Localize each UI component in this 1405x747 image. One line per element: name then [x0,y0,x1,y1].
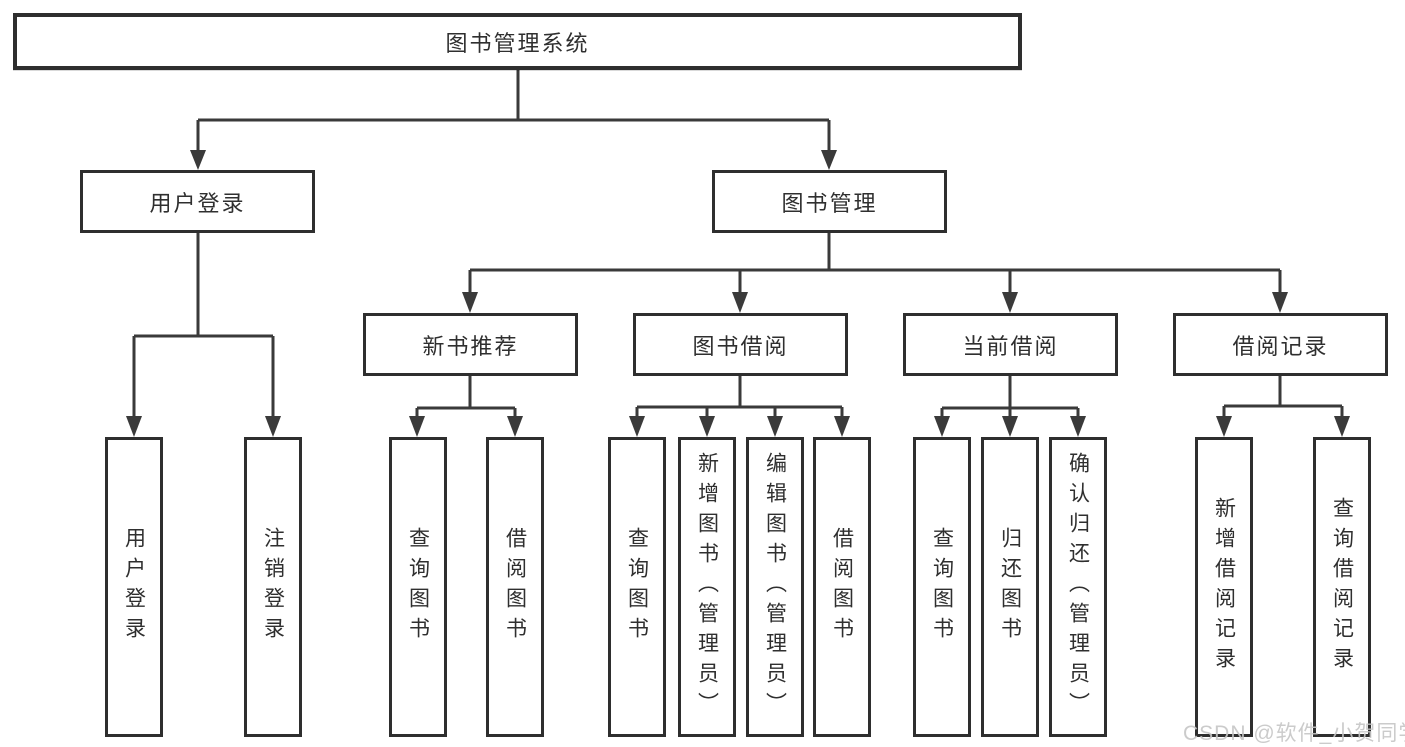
leaf-add-book-admin: 新增图书（管理员） [678,437,736,737]
leaf-user-login: 用户登录 [105,437,163,737]
leaf-label: 查询图书 [930,527,954,647]
watermark: CSDN @软件_小贺同学 [1183,722,1405,745]
leaf-label: 注销登录 [261,527,285,647]
node-book-management: 图书管理 [712,170,947,233]
leaf-logout: 注销登录 [244,437,302,737]
leaf-label: 查询图书 [406,527,430,647]
node-current-borrowing: 当前借阅 [903,313,1118,376]
node-root-system: 图书管理系统 [13,13,1022,70]
node-label: 用户登录 [149,190,246,216]
leaf-label: 用户登录 [122,527,146,647]
leaf-confirm-return-admin: 确认归还（管理员） [1049,437,1107,737]
leaf-edit-book-admin: 编辑图书（管理员） [746,437,804,737]
node-book-borrowing: 图书借阅 [633,313,848,376]
leaf-return-books: 归还图书 [981,437,1039,737]
node-label: 图书管理 [781,190,878,216]
node-label: 借阅记录 [1232,333,1329,359]
leaf-label: 借阅图书 [503,527,527,647]
leaf-add-borrow-record: 新增借阅记录 [1195,437,1253,737]
leaf-label: 查询借阅记录 [1330,497,1354,677]
leaf-label: 归还图书 [998,527,1022,647]
leaf-query-books-borrowing: 查询图书 [608,437,666,737]
leaf-label: 编辑图书（管理员） [763,452,787,722]
leaf-label: 新增图书（管理员） [695,452,719,722]
node-label: 当前借阅 [962,333,1059,359]
leaf-label: 新增借阅记录 [1212,497,1236,677]
node-label: 新书推荐 [422,333,519,359]
leaf-borrow-books-recommend: 借阅图书 [486,437,544,737]
leaf-label: 查询图书 [625,527,649,647]
leaf-query-borrow-record: 查询借阅记录 [1313,437,1371,737]
leaf-label: 借阅图书 [830,527,854,647]
node-label: 图书管理系统 [445,30,590,56]
leaf-query-books-recommend: 查询图书 [389,437,447,737]
node-user-login: 用户登录 [80,170,315,233]
node-label: 图书借阅 [692,333,789,359]
leaf-query-books-current: 查询图书 [913,437,971,737]
leaf-borrow-books-borrowing: 借阅图书 [813,437,871,737]
node-new-book-recommend: 新书推荐 [363,313,578,376]
node-borrow-records: 借阅记录 [1173,313,1388,376]
leaf-label: 确认归还（管理员） [1066,452,1090,722]
